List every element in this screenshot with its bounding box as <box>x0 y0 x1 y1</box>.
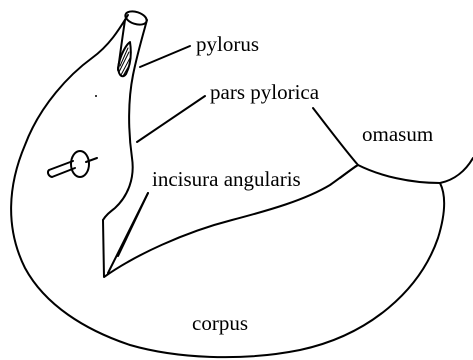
label-omasum: omasum <box>362 124 433 145</box>
pylorus-leader <box>140 46 190 67</box>
pylorus-opening <box>124 9 149 27</box>
label-corpus: corpus <box>192 313 248 334</box>
label-pylorus: pylorus <box>196 34 259 55</box>
incisura-leader-2 <box>118 193 148 256</box>
label-incisura-angularis: incisura angularis <box>152 169 301 190</box>
stray-dot <box>95 95 97 97</box>
incisura-leader-omasum <box>340 166 356 178</box>
pars-pylorica-leader <box>137 96 205 142</box>
cannula-ring <box>71 151 89 177</box>
label-pars-pylorica: pars pylorica <box>210 82 319 103</box>
